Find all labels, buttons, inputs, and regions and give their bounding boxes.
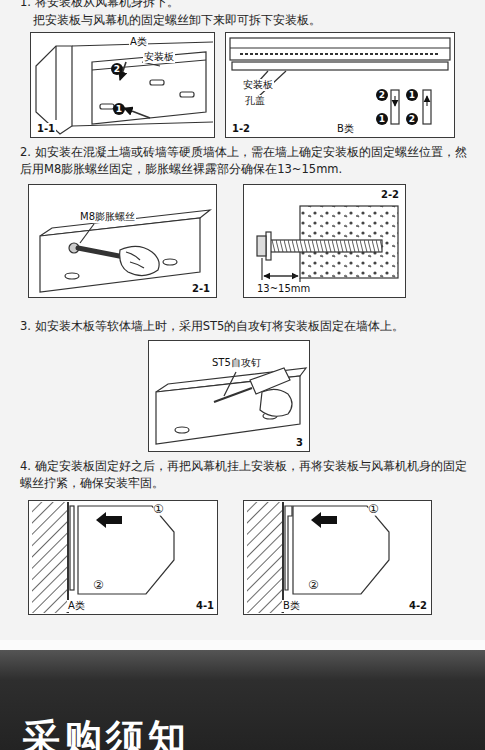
part-label: ST5自攻钉 [211,357,262,369]
callout-number: ② [93,579,104,592]
part-label: 孔盖 [244,95,266,107]
section-heading: 采购须知 [22,716,462,750]
figure-frame: 安装板孔盖 2 1 1 2B类 1-2 [225,32,455,138]
figure-number: 1-2 [231,123,251,135]
part-label: M8膨胀螺丝 [79,211,136,223]
plate-screw-fix [156,368,306,444]
callout-number: ① [153,503,164,516]
part-label: A类 [129,36,148,48]
air-curtain-b [230,38,450,124]
expansion-bolt-section [257,206,398,282]
callout-number: 1 [113,103,125,115]
hang-unit-a [32,502,174,613]
figure-number: 4-1 [195,600,215,612]
step-text: 4. 确定安装板固定好之后，再把风幕机挂上安装板，再将安装板与风幕机机身的固定螺… [20,458,470,492]
callout-number: ① [368,503,379,516]
part-label: B类 [336,123,355,135]
figure-frame: ① ② B类 4-2 [243,500,432,615]
callout-number: 1 [376,113,388,125]
step-text: 把安装板与风幕机的固定螺丝卸下来即可拆下安装板。 [33,12,473,29]
figure-frame: ST5自攻钉 3 [148,340,310,452]
figure-frame: A类安装板 2 1 1-1 [30,32,215,138]
part-label: 安装板 [242,79,274,91]
hang-unit-b [247,502,389,613]
figure-number: 2-1 [191,283,211,295]
figure-number: 2-2 [380,189,400,201]
callout-number: ② [308,579,319,592]
callout-number: 1 [406,89,418,101]
plate-bolt-fix [40,210,210,292]
part-label: A类 [67,600,86,612]
figure-frame: 2-2 13~15mm [243,184,406,298]
figure-number: 3 [295,437,304,449]
step-text: 2. 如安装在混凝土墙或砖墙等硬质墙体上，需在墙上确定安装板的固定螺丝位置，然后… [20,144,470,178]
figure-frame: M8膨胀螺丝 2-1 [28,184,217,298]
callout-number: 2 [376,89,388,101]
part-label: 13~15mm [256,283,311,295]
part-label: B类 [282,600,301,612]
callout-number: 2 [406,113,418,125]
page-gap [0,640,485,650]
figure-number: 4-2 [408,600,428,612]
page-ground [0,0,485,640]
callout-number: 2 [111,63,123,75]
step-text: 3. 如安装木板等软体墙上时，采用ST5的自攻钉将安装板固定在墙体上。 [20,318,470,335]
step-text: 1. 将安装板从风幕机身拆下。 [20,0,470,11]
part-label: 安装板 [143,51,175,63]
figure-frame: ① ② A类 4-1 [28,500,218,615]
air-curtain-a [36,42,213,134]
figure-number: 1-1 [36,123,56,135]
